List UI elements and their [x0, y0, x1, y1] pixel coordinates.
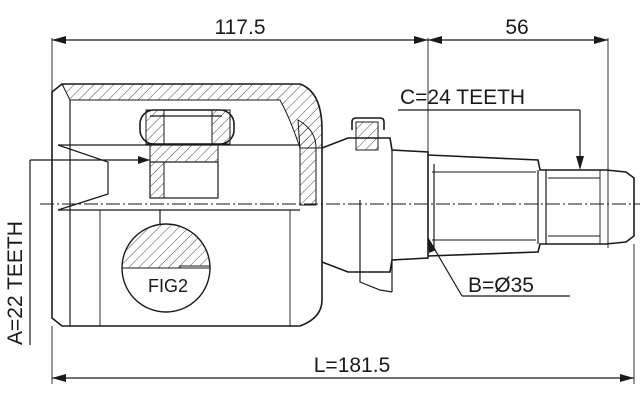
- dimension-total-length: L=181.5: [51, 244, 635, 384]
- spline-length-label: 56: [505, 16, 528, 39]
- dimension-spline-length: 56: [428, 16, 609, 170]
- outer-diameter-label: B=Ø35: [468, 274, 534, 297]
- housing-length-label: 117.5: [215, 16, 266, 39]
- callout-a: A=22 TEETH: [4, 156, 150, 345]
- tripod-roller: [139, 109, 235, 199]
- total-length-label: L=181.5: [314, 354, 391, 377]
- stub-shaft: [321, 117, 635, 293]
- inner-spline-label: A=22 TEETH: [4, 221, 27, 345]
- dimension-housing-length: 117.5: [51, 16, 429, 155]
- callout-c: C=24 TEETH: [398, 86, 584, 170]
- housing: [51, 83, 323, 327]
- outer-spline-label: C=24 TEETH: [400, 86, 525, 109]
- fig2-section: FIG2: [121, 210, 211, 313]
- fig2-label: FIG2: [148, 276, 188, 296]
- callout-b: B=Ø35: [427, 237, 570, 297]
